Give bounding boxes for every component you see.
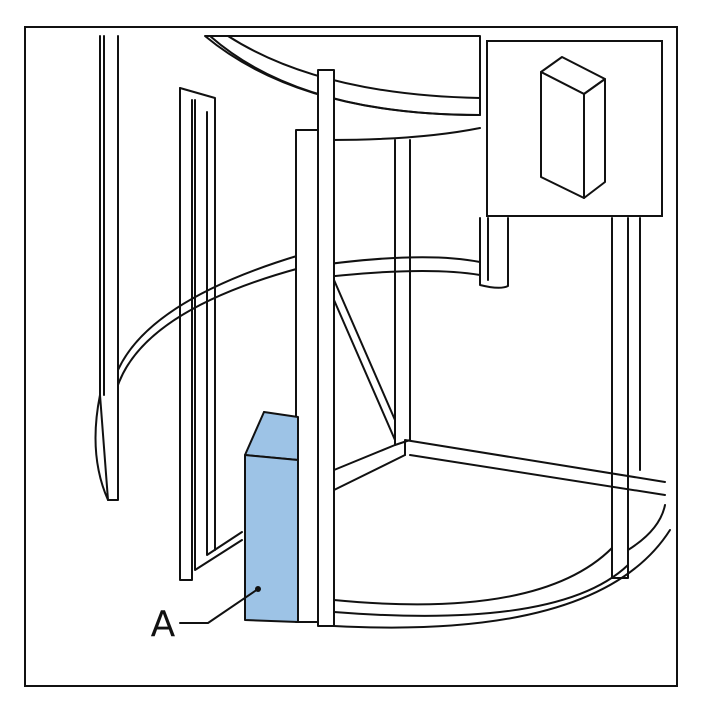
callout-label: A xyxy=(151,604,176,645)
callout-leader xyxy=(179,588,259,624)
center-post-front xyxy=(317,69,335,627)
door-wing-left xyxy=(179,87,193,581)
left-enclosure-wall xyxy=(94,35,109,501)
door-wing-back xyxy=(333,279,396,441)
block-a xyxy=(244,411,299,623)
revolving-door xyxy=(94,35,671,629)
callout-a: A xyxy=(151,586,261,645)
block-icon xyxy=(540,56,606,199)
floor-track-front xyxy=(333,547,613,606)
left-curved-rail xyxy=(117,267,301,386)
inset-box xyxy=(486,40,663,217)
rear-wall xyxy=(479,217,509,289)
center-post-back xyxy=(295,129,319,623)
block-a-front xyxy=(244,454,299,623)
